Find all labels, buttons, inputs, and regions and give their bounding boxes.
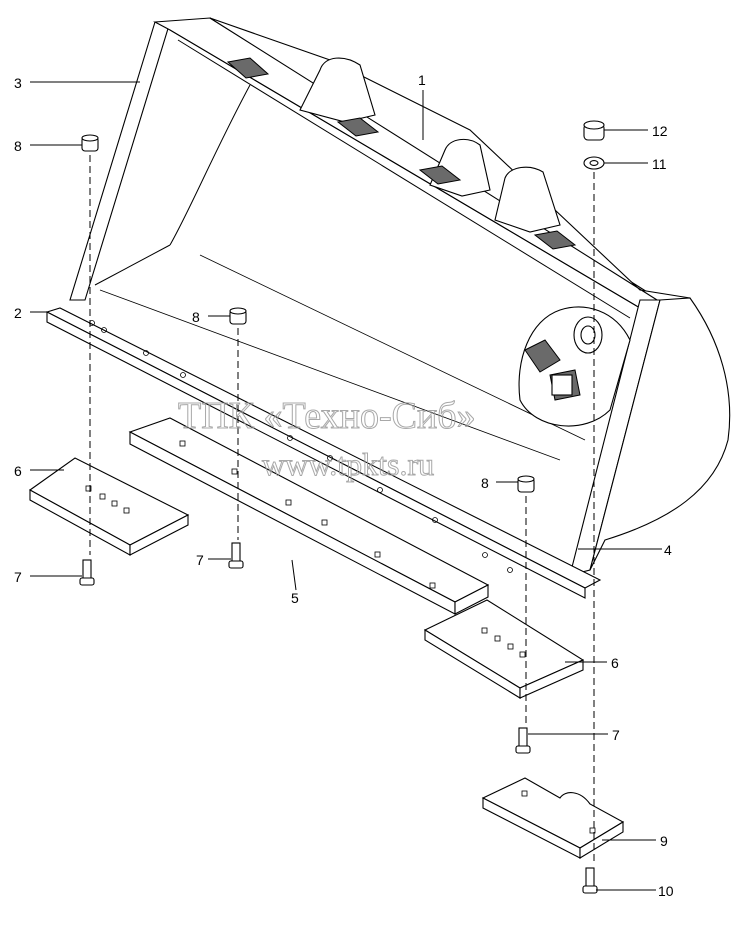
left-side-cutter bbox=[28, 457, 190, 556]
center-cutting-edge bbox=[128, 417, 490, 615]
watermark: ТПК «Техно-Сиб» www.tpkts.ru bbox=[178, 395, 477, 483]
washer-11 bbox=[583, 156, 605, 170]
nut-8a bbox=[81, 134, 99, 152]
callout-labels: 1 2 3 4 5 6 6 7 7 7 8 8 8 9 10 11 12 bbox=[14, 72, 674, 899]
right-side-cutter bbox=[423, 599, 585, 699]
callout-7-center: 7 bbox=[196, 552, 204, 568]
bolt-7c bbox=[515, 727, 531, 754]
nut-8b bbox=[229, 307, 247, 325]
watermark-line2: www.tpkts.ru bbox=[262, 446, 434, 482]
bolt-7b bbox=[228, 542, 244, 569]
center-edge-holes bbox=[179, 440, 436, 589]
callout-5: 5 bbox=[291, 590, 299, 606]
nut-8c bbox=[517, 475, 535, 493]
callout-8-top: 8 bbox=[14, 138, 22, 154]
callout-8-right: 8 bbox=[481, 475, 489, 491]
callout-4: 4 bbox=[664, 542, 672, 558]
callout-6-right: 6 bbox=[611, 655, 619, 671]
bolt-10 bbox=[582, 867, 598, 894]
callout-6-left: 6 bbox=[14, 463, 22, 479]
callout-9: 9 bbox=[660, 833, 668, 849]
callout-2: 2 bbox=[14, 305, 22, 321]
callout-7-left: 7 bbox=[14, 569, 22, 585]
callout-8-center: 8 bbox=[192, 309, 200, 325]
segment-plate bbox=[481, 777, 625, 859]
assembly-centerlines bbox=[89, 155, 595, 865]
callout-7-right: 7 bbox=[612, 727, 620, 743]
nut-12 bbox=[583, 120, 605, 141]
callout-10: 10 bbox=[658, 883, 674, 899]
callout-1: 1 bbox=[418, 72, 426, 88]
leader-lines bbox=[30, 81, 662, 891]
callout-11: 11 bbox=[652, 156, 667, 172]
base-edge-bar bbox=[45, 307, 602, 599]
callout-3: 3 bbox=[14, 75, 22, 91]
bucket-body bbox=[69, 17, 731, 576]
callout-12: 12 bbox=[652, 123, 668, 139]
bolt-7a bbox=[79, 559, 95, 586]
base-edge-holes bbox=[89, 320, 513, 573]
watermark-line1: ТПК «Техно-Сиб» bbox=[178, 395, 476, 437]
